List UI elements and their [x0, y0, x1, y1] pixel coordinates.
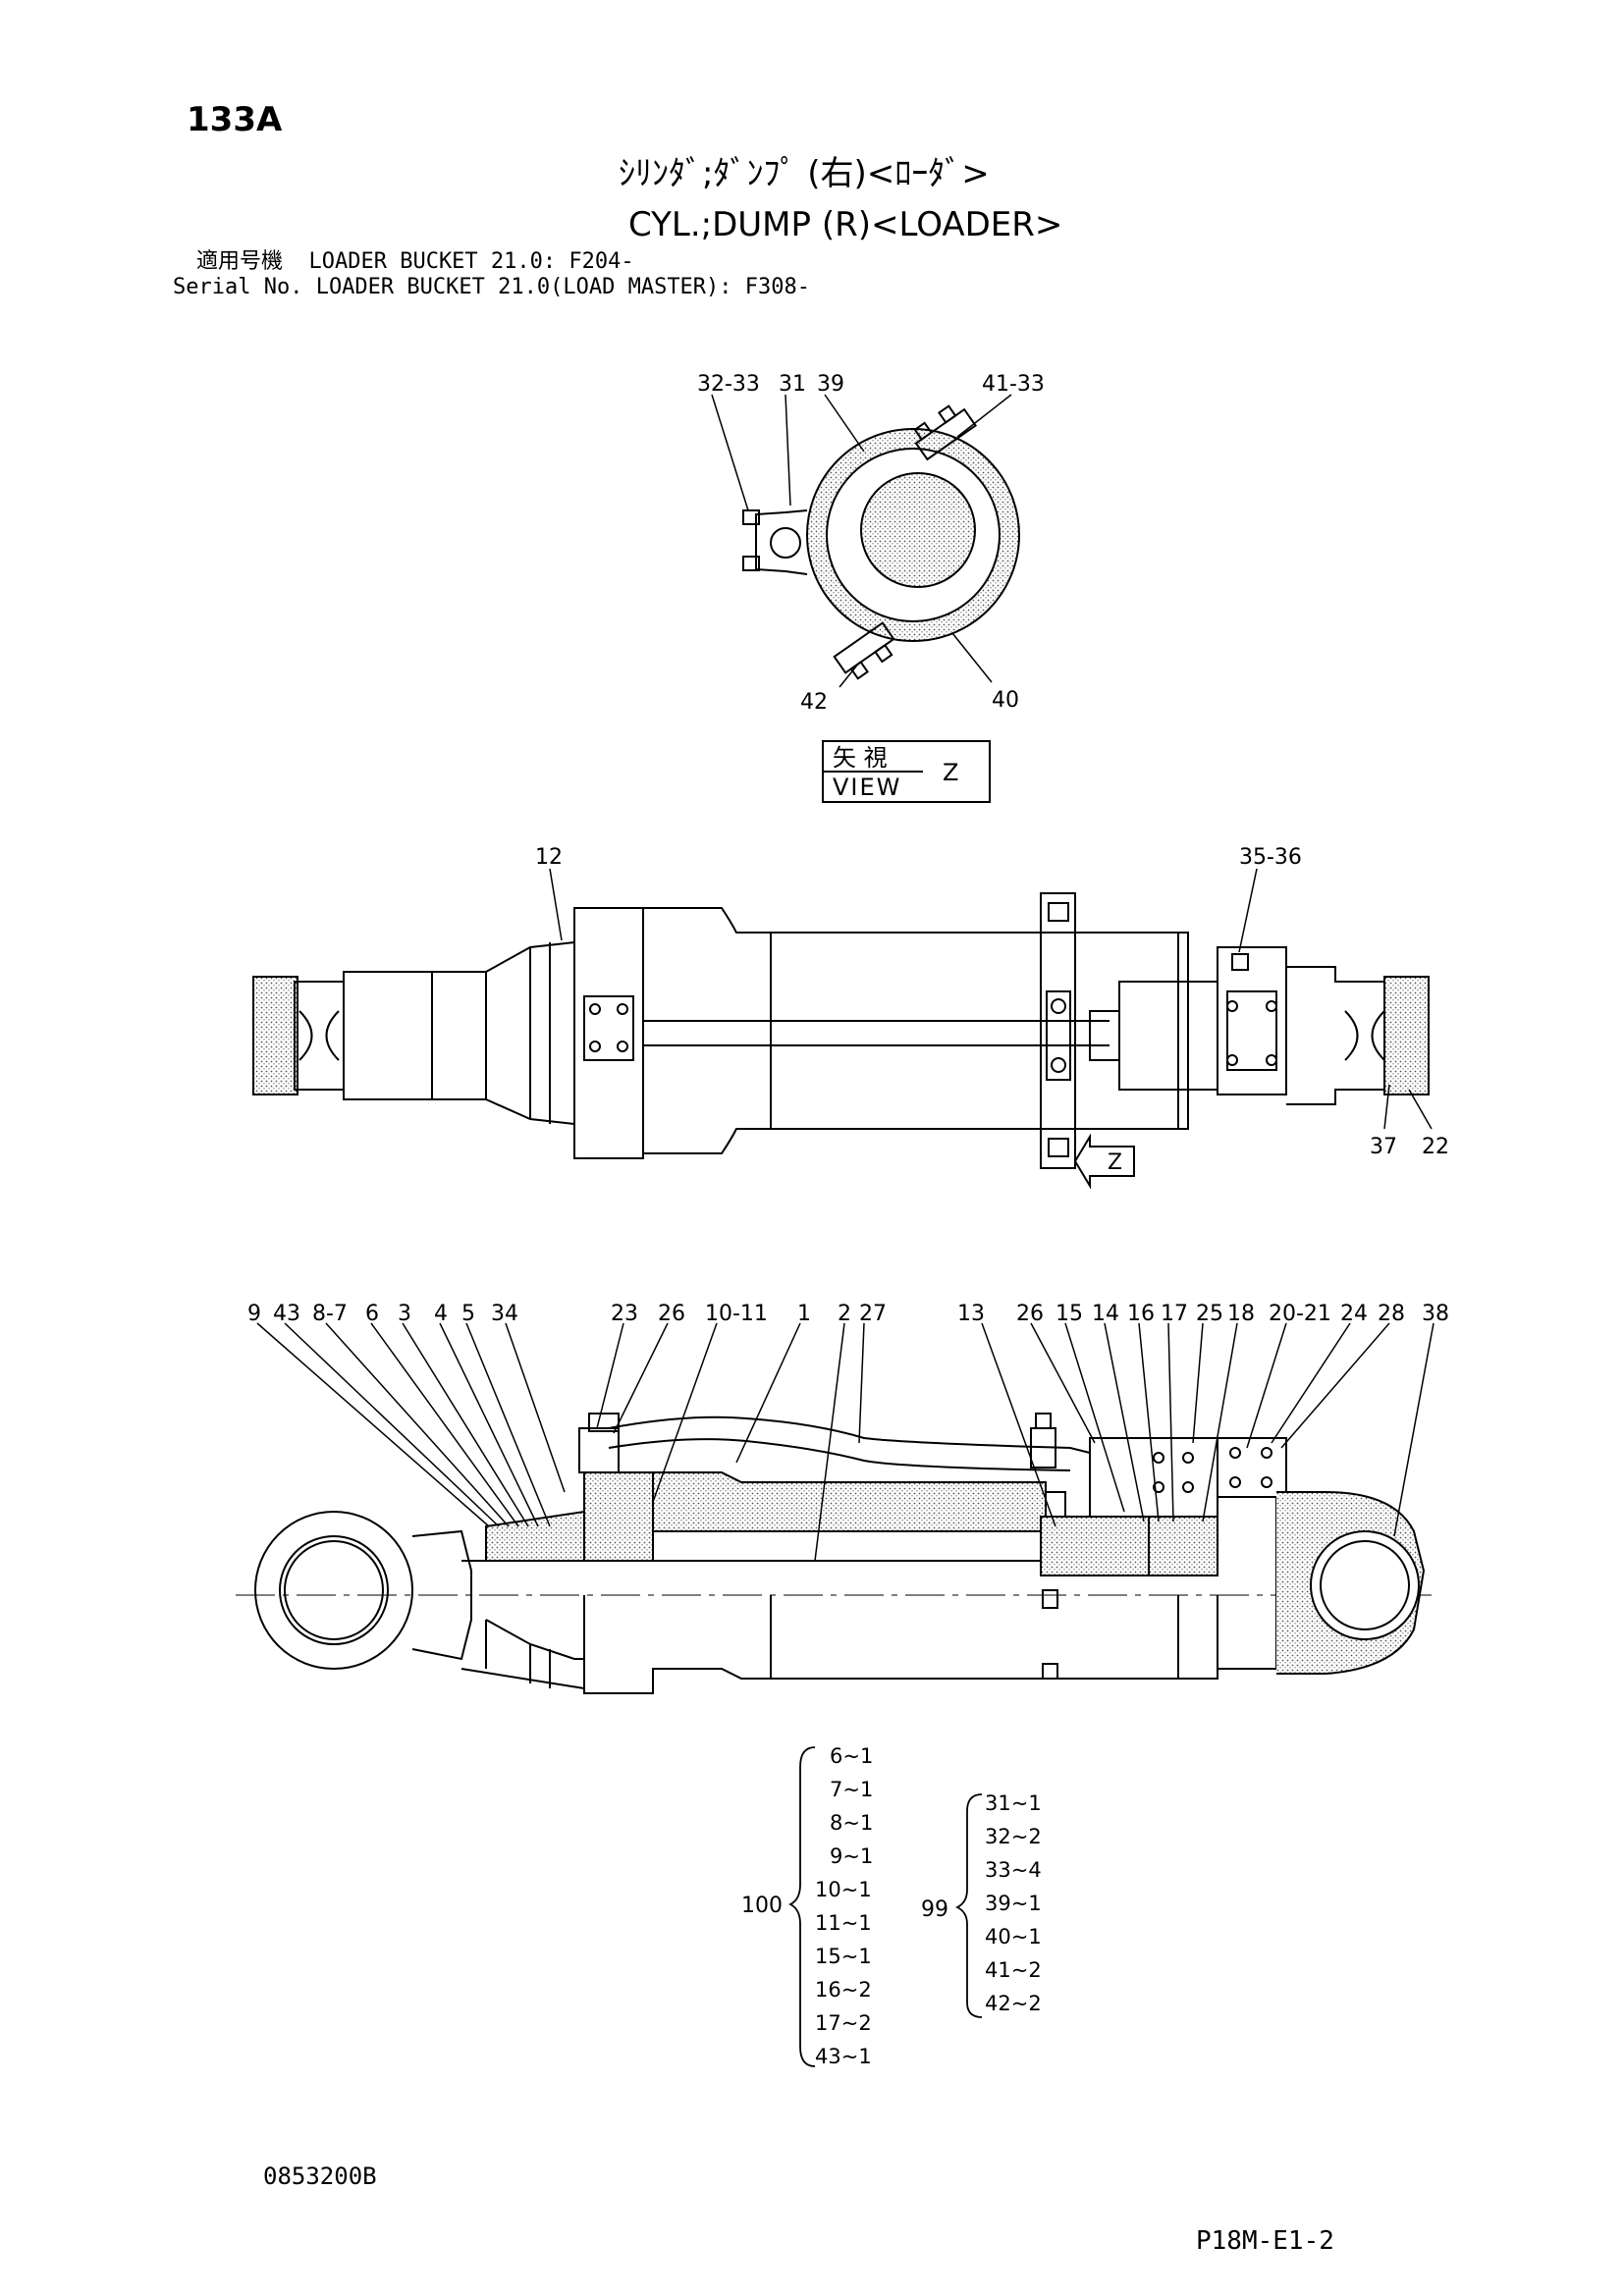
label-5: 5 — [461, 1302, 475, 1326]
page-number: 133A — [187, 100, 283, 139]
side-view-labels: 12 35-36 37 22 — [535, 845, 1449, 1159]
section-labels: 9 43 8-7 6 3 4 5 34 23 26 10-11 1 2 27 1… — [247, 1302, 1449, 1326]
label-43: 43 — [273, 1302, 300, 1326]
label-14: 14 — [1092, 1302, 1119, 1326]
serial-line-1: 適用号機 LOADER BUCKET 21.0: F204- — [196, 249, 634, 274]
label-8-7: 8-7 — [312, 1302, 348, 1326]
kit-100-item: 10~1 — [815, 1878, 872, 1901]
view-z-arrow — [1073, 1133, 1135, 1190]
view-box-english: VIEW — [833, 774, 901, 801]
kit-100-brace — [787, 1746, 816, 2067]
label-40: 40 — [992, 688, 1019, 713]
label-42: 42 — [800, 690, 828, 715]
label-31: 31 — [779, 372, 806, 397]
label-12: 12 — [535, 845, 563, 870]
serial-line-2: Serial No. LOADER BUCKET 21.0(LOAD MASTE… — [173, 275, 811, 299]
label-38: 38 — [1422, 1302, 1449, 1326]
view-box-letter: Z — [943, 759, 958, 786]
kit-99-item: 31~1 — [985, 1791, 1042, 1815]
kit-100-item: 8~1 — [830, 1811, 873, 1835]
label-26b: 26 — [1016, 1302, 1044, 1326]
kit-100-items: 6~1 7~1 8~1 9~1 10~1 11~1 15~1 16~2 17~2… — [815, 1744, 873, 2068]
label-18: 18 — [1227, 1302, 1255, 1326]
kit-99-brace — [954, 1793, 983, 2018]
kit-100-item: 9~1 — [830, 1844, 873, 1868]
kit-99-item: 41~2 — [985, 1958, 1042, 1982]
label-34: 34 — [491, 1302, 518, 1326]
label-13: 13 — [957, 1302, 985, 1326]
view-box-japanese: 矢 視 — [833, 744, 888, 772]
kit-100-item: 7~1 — [830, 1778, 873, 1801]
side-view-leaders — [549, 868, 1433, 1130]
label-28: 28 — [1378, 1302, 1405, 1326]
label-17: 17 — [1161, 1302, 1188, 1326]
label-41-33: 41-33 — [982, 372, 1045, 397]
label-4: 4 — [434, 1302, 448, 1326]
view-z-box — [822, 740, 991, 803]
label-23: 23 — [611, 1302, 638, 1326]
section-leaders — [256, 1322, 1435, 1562]
kit-99-number: 99 — [921, 1897, 948, 1922]
document-number: 0853200B — [263, 2163, 377, 2190]
label-10-11: 10-11 — [705, 1302, 768, 1326]
label-22: 22 — [1422, 1135, 1449, 1159]
title-japanese: ｼﾘﾝﾀﾞ;ﾀﾞﾝﾌﾟ (右)<ﾛｰﾀﾞ> — [619, 154, 990, 193]
kit-100-number: 100 — [741, 1894, 783, 1918]
label-32-33: 32-33 — [697, 372, 760, 397]
label-15: 15 — [1056, 1302, 1083, 1326]
label-24: 24 — [1340, 1302, 1368, 1326]
kit-100-item: 16~2 — [815, 1978, 872, 2002]
arrow-z-letter: Z — [1108, 1150, 1122, 1175]
label-27: 27 — [859, 1302, 887, 1326]
label-16: 16 — [1127, 1302, 1155, 1326]
label-6: 6 — [365, 1302, 379, 1326]
kit-100-item: 11~1 — [815, 1911, 872, 1935]
kit-99-items: 31~1 32~2 33~4 39~1 40~1 41~2 42~2 — [985, 1791, 1042, 2015]
view-z-leaders — [711, 394, 1012, 688]
label-2: 2 — [838, 1302, 851, 1326]
label-37: 37 — [1370, 1135, 1397, 1159]
side-view — [252, 892, 1430, 1169]
kit-99-item: 32~2 — [985, 1825, 1042, 1848]
kit-99-item: 33~4 — [985, 1858, 1042, 1882]
title-english: CYL.;DUMP (R)<LOADER> — [628, 205, 1063, 244]
kit-100-item: 15~1 — [815, 1945, 872, 1968]
label-9: 9 — [247, 1302, 261, 1326]
section-view — [236, 1413, 1434, 1694]
label-1: 1 — [797, 1302, 811, 1326]
kit-99-item: 40~1 — [985, 1925, 1042, 1949]
label-3: 3 — [398, 1302, 411, 1326]
label-26: 26 — [658, 1302, 685, 1326]
page-code: P18M-E1-2 — [1196, 2226, 1334, 2256]
kit-99-item: 42~2 — [985, 1992, 1042, 2015]
kit-100-item: 6~1 — [830, 1744, 873, 1768]
view-z-end-view — [742, 404, 1020, 680]
view-z-labels: 32-33 31 39 41-33 42 40 — [697, 372, 1045, 715]
label-35-36: 35-36 — [1239, 845, 1302, 870]
label-25: 25 — [1196, 1302, 1223, 1326]
kit-99-item: 39~1 — [985, 1892, 1042, 1915]
label-20-21: 20-21 — [1269, 1302, 1331, 1326]
label-39: 39 — [817, 372, 844, 397]
kit-100-item: 43~1 — [815, 2045, 872, 2068]
kit-100-item: 17~2 — [815, 2011, 872, 2035]
